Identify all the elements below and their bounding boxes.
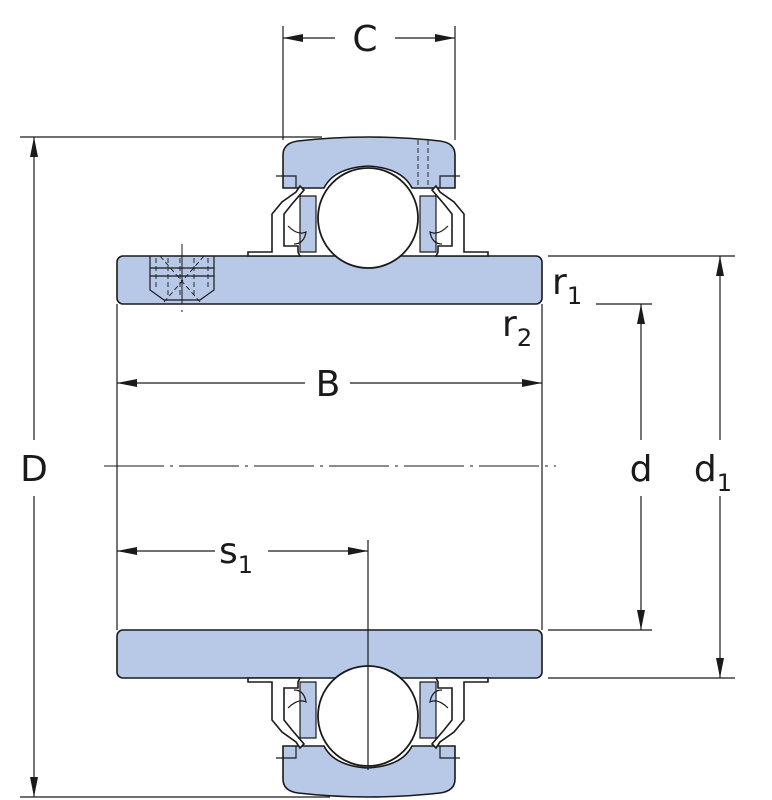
label-s1: s1 — [219, 531, 253, 579]
set-screw — [149, 244, 215, 312]
label-d1: d1 — [694, 449, 732, 497]
dimension-d-bore: d — [548, 303, 653, 631]
label-r1: r1 — [552, 262, 582, 310]
dimension-s1: s1 — [117, 531, 368, 579]
dimension-d-outer: D — [20, 136, 330, 798]
dimension-d1: d1 — [548, 255, 735, 679]
label-d: d — [630, 449, 653, 490]
label-r2: r2 — [502, 304, 532, 352]
outer-ring-top — [282, 136, 456, 189]
ball-top — [317, 167, 419, 269]
dimension-c: C — [282, 19, 456, 140]
seal-bottom-left — [247, 677, 317, 759]
seal-top-right — [419, 175, 489, 257]
dimension-b: B — [117, 364, 542, 405]
label-D: D — [20, 449, 48, 490]
inner-ring-top — [116, 255, 543, 305]
outer-ring-bottom — [282, 745, 456, 798]
inner-ring-bottom — [116, 629, 543, 679]
label-c: C — [352, 19, 377, 60]
seal-bottom-right — [419, 677, 489, 759]
label-B: B — [316, 364, 341, 405]
seal-top-left — [247, 175, 317, 257]
